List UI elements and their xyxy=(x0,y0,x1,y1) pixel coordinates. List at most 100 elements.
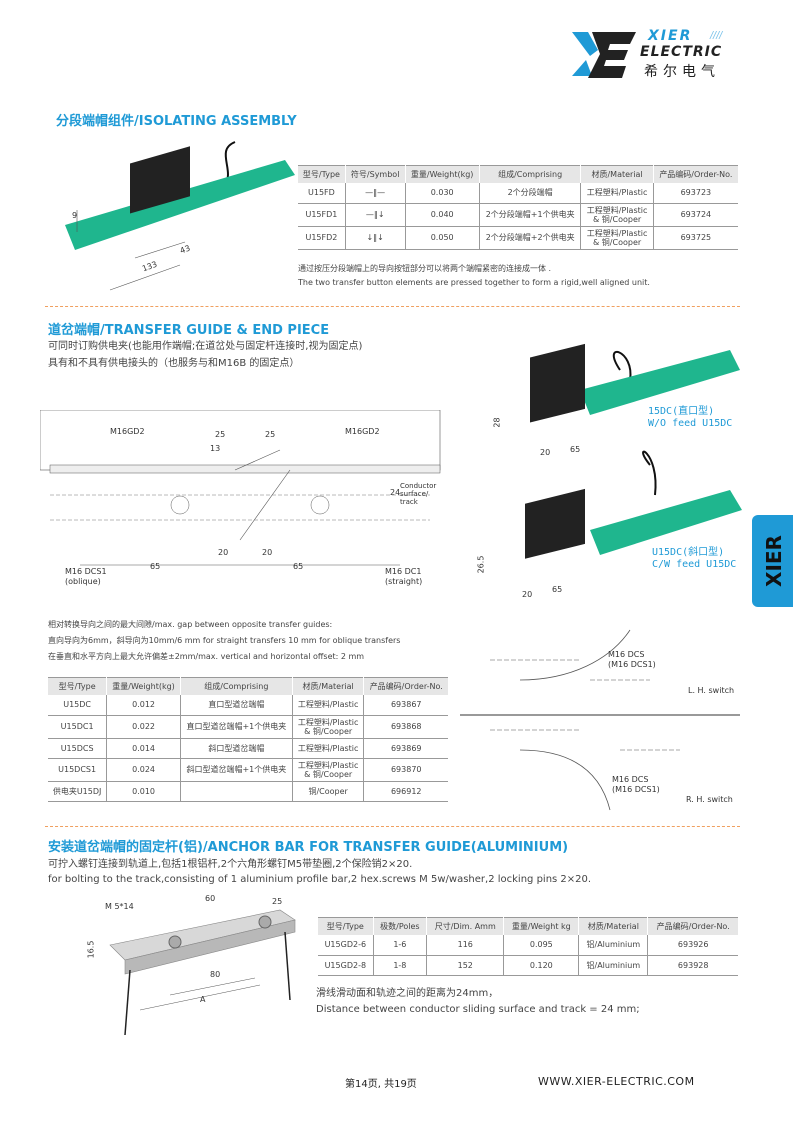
cell: 693926 xyxy=(647,935,738,956)
logo: XIER //// ELECTRIC 希尔电气 xyxy=(570,28,760,83)
anchor-desc-en: for bolting to the track,consisting of 1… xyxy=(48,874,592,885)
page-number: 第14页, 共19页 xyxy=(345,1079,417,1090)
switch-diagrams xyxy=(460,629,740,811)
cell: 693870 xyxy=(363,758,448,782)
cell: 1-6 xyxy=(373,935,428,956)
cell: 2个分段端帽+1个供电夹 xyxy=(479,203,582,227)
anchor-desc-cn: 可拧入螺钉连接到轨道上,包括1根铝杆,2个六角形螺钉M5带垫圈,2个保险销2×2… xyxy=(48,859,413,870)
cell: 工程塑料/Plastic& 铜/Cooper xyxy=(292,715,365,739)
th: 符号/Symbol xyxy=(345,165,406,183)
cell: 693869 xyxy=(363,738,448,759)
cell: 1-8 xyxy=(373,955,428,976)
cell: 工程塑料/Plastic& 铜/Cooper xyxy=(292,758,365,782)
dim: 16.5 xyxy=(86,940,96,959)
dim: 65 xyxy=(570,445,581,454)
cell xyxy=(180,781,293,802)
logo-text-electric: ELECTRIC xyxy=(640,44,723,60)
product-label-cn: U15DC(斜口型) xyxy=(652,547,725,558)
th: 产品编码/Order-No. xyxy=(647,917,738,935)
cell: 116 xyxy=(426,935,505,956)
cell-material: 工程塑料/Plastic xyxy=(297,700,359,710)
label: M16GD2 xyxy=(345,427,380,436)
cell: U15FD2 xyxy=(298,226,346,250)
cell-material: 工程塑料/Plastic xyxy=(297,760,359,770)
dim: 80 xyxy=(210,970,221,979)
cell: 直口型道岔端帽+1个供电夹 xyxy=(180,715,293,739)
dim: 20 xyxy=(540,448,551,457)
cell-material: 工程塑料/Plastic xyxy=(297,717,359,727)
logo-text-xier: XIER xyxy=(648,28,693,44)
th: 重量/Weight(kg) xyxy=(106,677,181,695)
cell: 0.022 xyxy=(106,715,181,739)
label: (straight) xyxy=(385,577,423,586)
cell-material: 工程塑料/Plastic xyxy=(586,228,648,238)
cell-material-2: & 铜/Cooper xyxy=(593,214,642,224)
cell-material-2: & 铜/Cooper xyxy=(593,237,642,247)
section-title-transfer-guide: 道岔端帽/TRANSFER GUIDE & END PIECE xyxy=(48,323,330,338)
cell: 152 xyxy=(426,955,505,976)
cell: 铝/Aluminium xyxy=(578,955,649,976)
label: (oblique) xyxy=(65,577,101,586)
cell: 铝/Aluminium xyxy=(578,935,649,956)
rh-switch-label: R. H. switch xyxy=(686,795,733,804)
cell: U15DCS xyxy=(48,738,108,759)
dim: 25 xyxy=(265,430,276,439)
th: 重量/Weight(kg) xyxy=(405,165,480,183)
gap-note-2: 直向导向为6mm，斜导向为10mm/6 mm for straight tran… xyxy=(48,636,401,645)
anchor-note-en: Distance between conductor sliding surfa… xyxy=(316,1004,640,1015)
th: 型号/Type xyxy=(318,917,374,935)
label: M16 DCS xyxy=(612,775,649,784)
cell: 直口型道岔端帽 xyxy=(180,695,293,716)
cell: 693868 xyxy=(363,715,448,739)
transfer-guide-drawing xyxy=(40,410,441,566)
cell-material: 工程塑料/Plastic xyxy=(586,205,648,215)
dim: 20 xyxy=(262,548,273,557)
isolating-note-en: The two transfer button elements are pre… xyxy=(298,278,650,287)
website-link[interactable]: WWW.XIER-ELECTRIC.COM xyxy=(538,1075,695,1088)
cell: 696912 xyxy=(363,781,448,802)
th: 重量/Weight kg xyxy=(503,917,580,935)
anchor-bar-image xyxy=(109,909,296,1036)
label: (M16 DCS1) xyxy=(608,660,656,669)
cell: 2个分段端帽 xyxy=(479,183,582,204)
dim: M 5*14 xyxy=(105,902,134,911)
label: M16GD2 xyxy=(110,427,145,436)
cell-material-2: & 铜/Cooper xyxy=(304,769,353,779)
label: Conductor surface/ track xyxy=(400,482,437,506)
dim: A xyxy=(200,995,206,1004)
th: 型号/Type xyxy=(48,677,108,695)
dim: 65 xyxy=(150,562,161,571)
dim: 13 xyxy=(210,444,221,453)
transfer-desc-1: 可同时订购供电夹(也能用作端帽;在道岔处与固定杆连接时,视为固定点) xyxy=(48,341,363,352)
cell-material: 铜/Cooper xyxy=(308,786,348,796)
cell: 斜口型道岔端帽 xyxy=(180,738,293,759)
cell: U15GD2-6 xyxy=(318,935,374,956)
th: 极数/Poles xyxy=(373,917,428,935)
section-title-isolating: 分段端帽组件/ISOLATING ASSEMBLY xyxy=(56,114,297,129)
label: M16 DC1 xyxy=(385,567,422,576)
symbol-icon: ↓‖↓ xyxy=(345,226,406,250)
th: 材质/Material xyxy=(578,917,649,935)
product-label-cn: 15DC(直口型) xyxy=(648,406,715,417)
dim: 65 xyxy=(293,562,304,571)
dim: 26.5 xyxy=(476,555,486,574)
cell: U15DC xyxy=(48,695,108,716)
symbol-icon: —‖↓ xyxy=(345,203,406,227)
dim: 20 xyxy=(522,590,533,599)
cell: U15DCS1 xyxy=(48,758,108,782)
cell: U15DC1 xyxy=(48,715,108,739)
th: 产品编码/Order-No. xyxy=(653,165,738,183)
cell: 铜/Cooper xyxy=(292,781,365,802)
cell: 斜口型道岔端帽+1个供电夹 xyxy=(180,758,293,782)
dim: 20 xyxy=(218,548,229,557)
th: 材质/Material xyxy=(580,165,654,183)
cell: 0.040 xyxy=(405,203,480,227)
